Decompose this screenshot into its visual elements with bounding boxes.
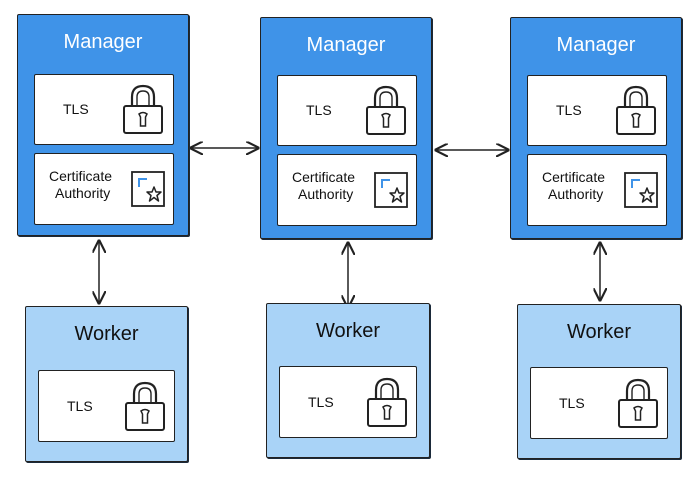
tls-panel: TLS — [277, 75, 417, 146]
lock-icon — [613, 84, 659, 141]
certificate-authority-panel: Certificate Authority — [527, 154, 667, 226]
tls-label: TLS — [308, 394, 334, 410]
tls-label: TLS — [556, 102, 582, 118]
tls-label: TLS — [306, 102, 332, 118]
ca-label-line2: Authority — [298, 186, 354, 202]
tls-label: TLS — [63, 101, 89, 117]
ca-label-line1: Certificate — [292, 169, 356, 185]
lock-icon — [615, 377, 661, 434]
worker-node-3: Worker TLS — [517, 304, 681, 459]
manager-node-1: Manager TLS Certificate Authority — [17, 14, 189, 236]
manager-title: Manager — [306, 34, 386, 56]
ca-label-line2: Authority — [55, 185, 111, 201]
ca-label-line1: Certificate — [542, 169, 606, 185]
worker-title: Worker — [74, 323, 139, 345]
ca-label-line1: Certificate — [49, 168, 113, 184]
worker-node-1: Worker TLS — [25, 306, 188, 462]
lock-icon — [363, 84, 409, 141]
manager-title: Manager — [556, 34, 636, 56]
tls-panel: TLS — [279, 366, 417, 438]
manager-node-3: Manager TLS Certificate Authority — [510, 17, 682, 239]
tls-panel: TLS — [527, 75, 667, 146]
ca-label-line2: Authority — [548, 186, 604, 202]
lock-icon — [122, 380, 168, 437]
lock-icon — [120, 83, 166, 140]
certificate-authority-panel: Certificate Authority — [34, 153, 174, 225]
certificate-star-icon — [623, 171, 659, 216]
worker-title: Worker — [315, 320, 381, 342]
worker-node-2: Worker TLS — [266, 303, 430, 458]
certificate-star-icon — [373, 171, 409, 216]
certificate-star-icon — [130, 170, 166, 215]
tls-panel: TLS — [34, 74, 174, 145]
manager-node-2: Manager TLS Certificate Authority — [260, 17, 432, 239]
tls-panel: TLS — [38, 370, 175, 442]
lock-icon — [364, 376, 410, 433]
tls-label: TLS — [559, 395, 585, 411]
worker-title: Worker — [566, 321, 632, 343]
manager-title: Manager — [63, 31, 143, 53]
tls-panel: TLS — [530, 367, 668, 439]
tls-label: TLS — [67, 398, 93, 414]
certificate-authority-panel: Certificate Authority — [277, 154, 417, 226]
